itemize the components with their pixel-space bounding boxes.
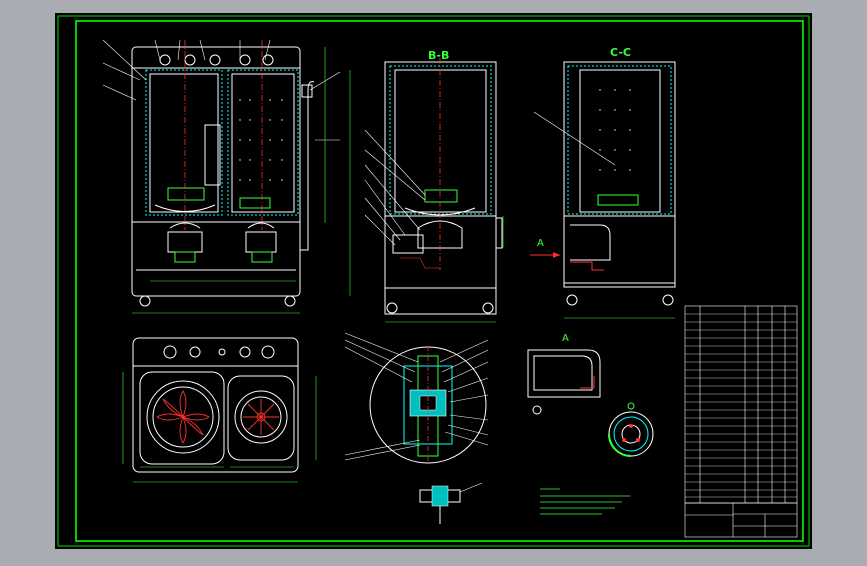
section-bb-leaders	[364, 129, 426, 246]
outer-border	[57, 15, 810, 547]
view-a-label: A	[562, 333, 569, 344]
front-dimensions	[132, 47, 351, 314]
svg-text:A: A	[537, 238, 544, 249]
agitator-blades	[156, 390, 279, 444]
technical-notes	[540, 488, 630, 515]
title-block	[684, 502, 798, 538]
section-bb-label: B-B	[428, 49, 449, 62]
section-cc-view	[563, 61, 676, 306]
tub-perforations	[239, 99, 283, 181]
top-view-dims	[122, 372, 317, 483]
inner-frame	[75, 20, 804, 542]
view-a-arrow: A	[530, 238, 560, 258]
front-view	[131, 46, 315, 307]
section-cc-leader	[533, 111, 616, 166]
parts-list-rows	[685, 313, 797, 498]
shaft-detail	[419, 482, 483, 524]
round-part-detail	[608, 402, 654, 457]
gearbox-detail	[369, 346, 487, 464]
section-cc-perforations	[599, 89, 631, 171]
section-bb-dims	[385, 216, 504, 323]
section-cc-label: C-C	[610, 46, 631, 59]
gearbox-leaders	[344, 332, 489, 461]
view-a-detail	[527, 349, 601, 415]
top-view	[132, 337, 299, 473]
front-centerlines	[184, 40, 263, 230]
